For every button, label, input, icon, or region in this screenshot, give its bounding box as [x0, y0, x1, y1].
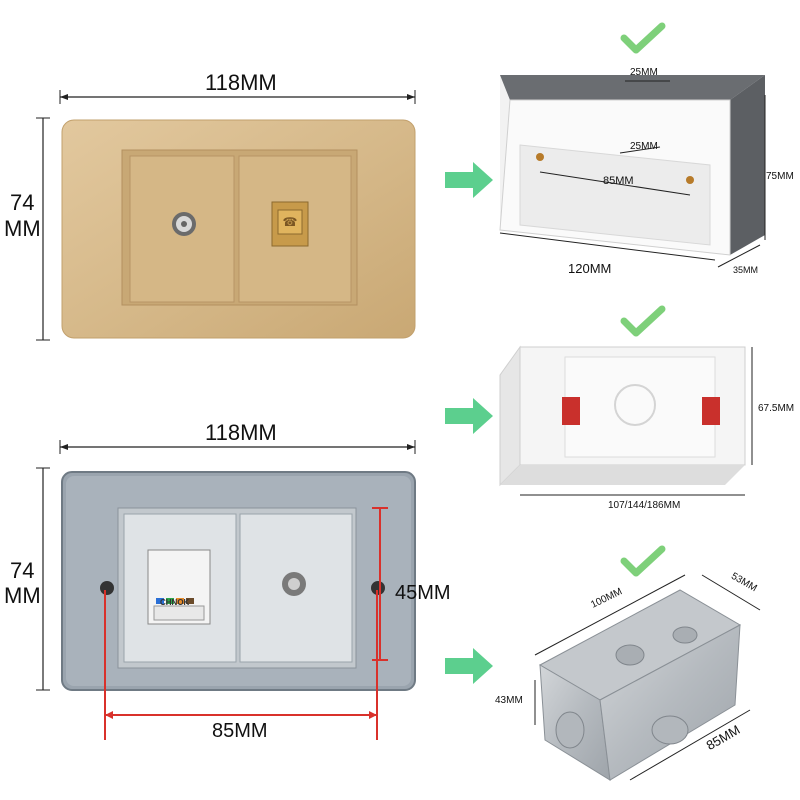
- box1-depth-label: 35MM: [733, 265, 759, 275]
- arrow-icon-top: [445, 162, 493, 198]
- box1-top-slot-label: 25MM: [630, 67, 658, 78]
- box1-height-label: 75MM: [766, 171, 794, 182]
- top-width-label: 118MM: [205, 70, 277, 95]
- arrow-icon-bottom: [445, 648, 493, 684]
- top-panel-drawing: ☎: [36, 90, 416, 341]
- box1-inner-slot-label: 25MM: [630, 141, 658, 152]
- box-plastic-dark-drawing: [499, 75, 766, 268]
- hole-spacing-label: 85MM: [212, 720, 268, 742]
- arrow-icon-middle: [445, 398, 493, 434]
- box2-length-label: 107/144/186MM: [608, 500, 681, 511]
- top-height-label-unit: MM: [4, 216, 41, 241]
- box-plastic-white-drawing: [499, 345, 753, 496]
- box-plastic-white-figure: 67.5MM 107/144/186MM: [490, 335, 800, 520]
- bottom-width-label: 118MM: [205, 420, 277, 445]
- bottom-height-label-unit: MM: [4, 583, 41, 608]
- check-icon-top: [620, 22, 666, 54]
- box1-hole-spacing-label: 85MM: [603, 175, 634, 187]
- box3-height-label: 43MM: [495, 695, 523, 706]
- box2-height-label: 67.5MM: [758, 403, 795, 414]
- module-height-label: 45MM: [395, 582, 451, 604]
- svg-text:☎: ☎: [283, 215, 298, 229]
- top-panel-figure: ☎ 118MM 74 MM: [0, 0, 430, 360]
- box-metal-figure: 100MM 53MM 43MM 85MM: [490, 555, 800, 795]
- check-icon-middle: [620, 305, 666, 337]
- bottom-height-label-number: 74: [10, 558, 35, 583]
- bottom-panel-drawing: [36, 440, 416, 740]
- module-brand-label: CHNOK: [160, 598, 190, 607]
- box-plastic-dark-figure: 25MM 25MM 85MM 75MM 120MM 35MM: [490, 55, 800, 295]
- box-metal-drawing: [534, 574, 761, 781]
- box1-length-label: 120MM: [568, 261, 612, 276]
- check-icon-bottom: [620, 545, 666, 577]
- top-height-label-number: 74: [10, 190, 35, 215]
- bottom-panel-figure: 118MM 74 MM 45MM 85MM CHNOK: [0, 410, 451, 770]
